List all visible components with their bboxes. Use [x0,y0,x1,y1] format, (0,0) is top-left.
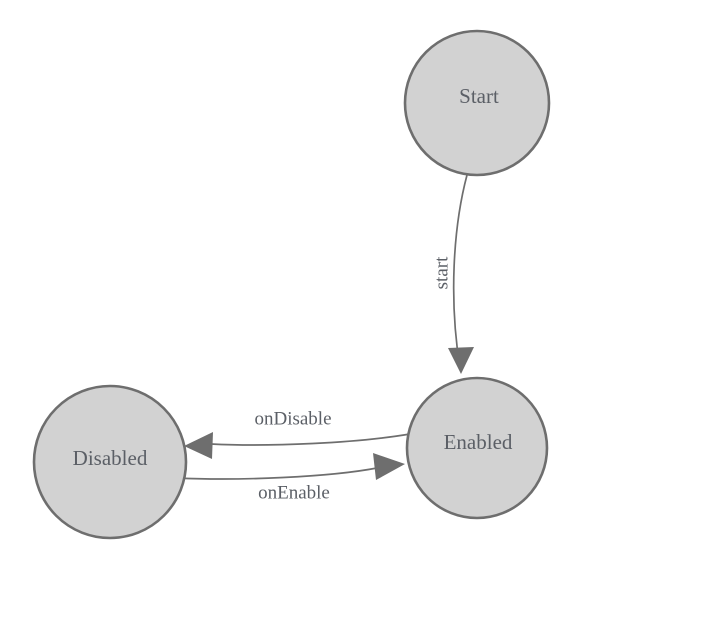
state-node-enabled-label: Enabled [444,430,513,454]
state-node-start-circle [403,29,551,177]
edge-start-to-enabled[interactable]: start [431,174,474,374]
edge-enabled-to-disabled-path [210,433,411,446]
edge-enabled-to-disabled-arrowhead [184,432,213,459]
edge-label-on-enable: onEnable [258,482,330,503]
edge-start-to-enabled-arrowhead [448,347,474,374]
state-node-start[interactable]: Start [403,29,551,177]
edge-label-start: start [431,256,452,289]
edge-label-on-disable: onDisable [254,408,331,429]
state-node-disabled-label: Disabled [73,446,148,470]
edge-start-to-enabled-path [452,174,468,369]
state-node-disabled[interactable]: Disabled [32,384,188,540]
edge-enabled-to-disabled[interactable]: onDisable [184,408,411,459]
state-node-enabled-circle [405,376,549,520]
state-node-enabled[interactable]: Enabled [405,376,549,520]
edge-disabled-to-enabled[interactable]: onEnable [176,453,405,503]
edge-disabled-to-enabled-arrowhead [373,453,405,480]
edge-disabled-to-enabled-path [176,467,378,480]
state-node-start-label: Start [459,84,499,108]
state-node-disabled-circle [32,384,188,540]
